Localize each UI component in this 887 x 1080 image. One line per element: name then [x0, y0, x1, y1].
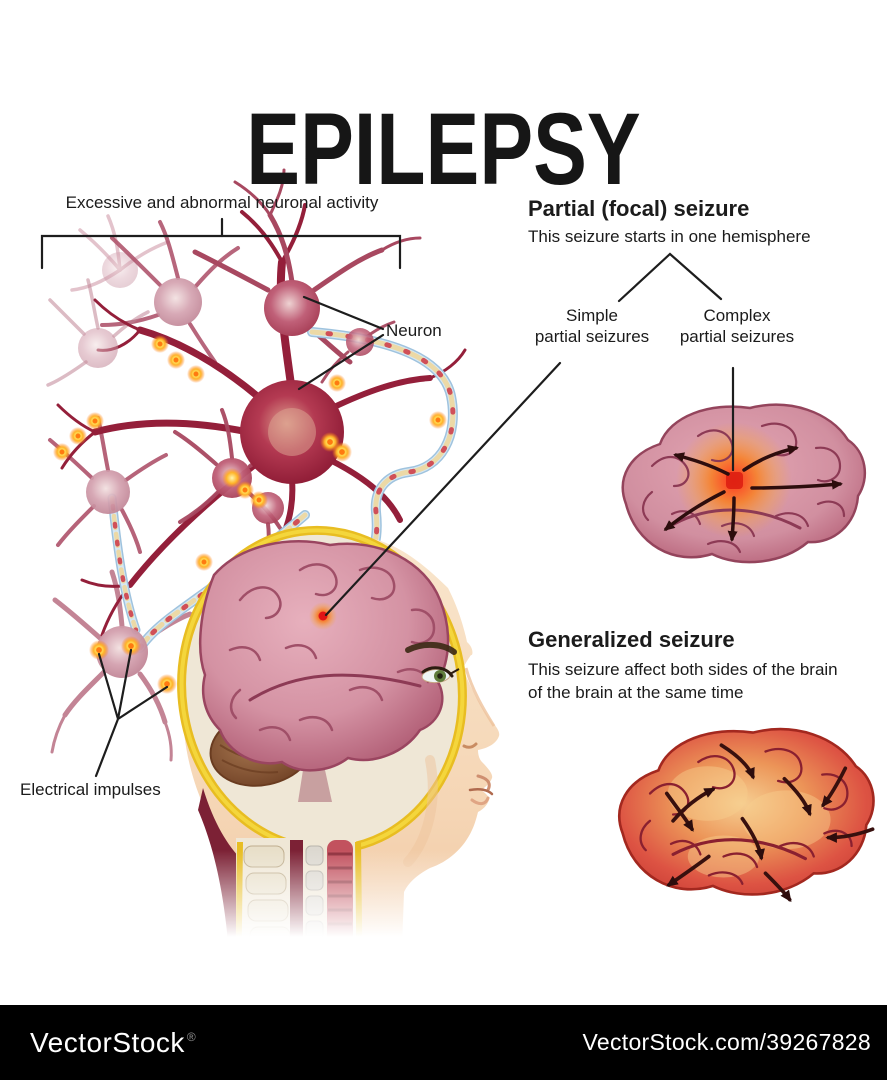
- neuron-label: Neuron: [386, 321, 442, 340]
- partial-seizure-brain: [621, 403, 867, 564]
- generalized-arrows: [664, 743, 875, 903]
- simple-partial-line2: partial seizures: [534, 327, 650, 346]
- watermark-brand: VectorStock®: [30, 1026, 197, 1058]
- registered-mark: ®: [186, 1030, 197, 1045]
- electrical-impulses-label: Electrical impulses: [20, 780, 161, 799]
- generalized-subtitle-line2: of the brain at the same time: [528, 683, 744, 702]
- simple-pointer: [324, 361, 562, 617]
- watermark-bar: VectorStock® VectorStock.com/39267828: [0, 1005, 887, 1080]
- partial-branch: [617, 252, 723, 303]
- neuron-pointer-lower: [297, 333, 385, 391]
- complex-partial-line1: Complex: [703, 306, 771, 325]
- neuron-pointer-upper: [302, 295, 385, 331]
- epilepsy-illustration: [40, 168, 875, 1005]
- spread-arrows: [663, 444, 843, 542]
- page-title: EPILEPSY: [246, 93, 641, 207]
- impulses-pointer: [94, 648, 169, 778]
- annotation-lines: [40, 217, 735, 778]
- generalized-subtitle-line1: This seizure affect both sides of the br…: [528, 660, 838, 679]
- brain-in-head: [198, 540, 450, 772]
- simple-partial-line1: Simple: [566, 306, 618, 325]
- complex-partial-label: Complex partial seizures: [667, 305, 807, 347]
- activity-label: Excessive and abnormal neuronal activity: [65, 193, 379, 212]
- generalized-seizure-heading: Generalized seizure: [528, 627, 735, 652]
- partial-seizure-subtitle: This seizure starts in one hemisphere: [528, 227, 811, 246]
- head-illustration: [160, 525, 530, 1005]
- generalized-seizure-brain: [618, 727, 875, 903]
- simple-partial-label: Simple partial seizures: [523, 305, 661, 347]
- partial-seizure-heading: Partial (focal) seizure: [528, 196, 750, 221]
- watermark-url: VectorStock.com/39267828: [582, 1029, 871, 1055]
- complex-partial-line2: partial seizures: [679, 327, 795, 346]
- generalized-seizure-subtitle: This seizure affect both sides of the br…: [528, 658, 838, 704]
